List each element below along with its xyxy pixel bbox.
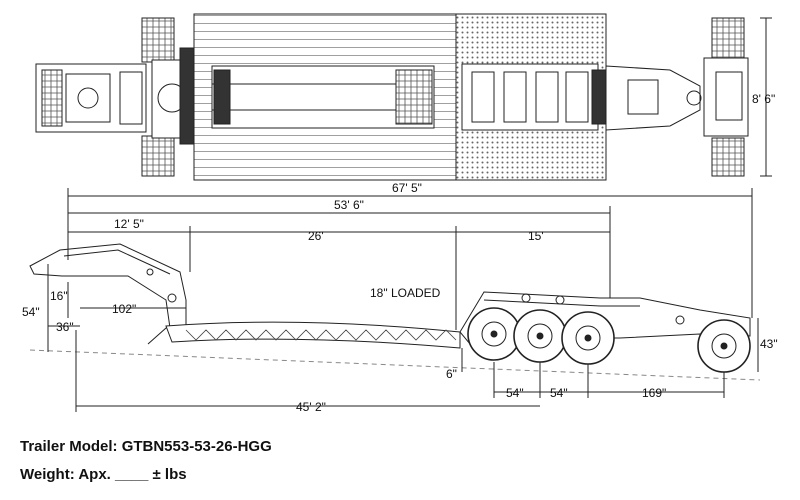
dim-overall-length: 67' 5" — [392, 181, 422, 195]
dim-width-label: 8' 6" — [752, 92, 775, 106]
dim-deck-clearance: 6" — [446, 367, 457, 381]
front-right-tire-cluster — [141, 135, 175, 177]
dim-rear-section: 15' — [528, 229, 544, 243]
top-gooseneck — [35, 63, 147, 133]
dim-axle-spacing-2: 54" — [550, 386, 568, 400]
side-main-deck — [165, 321, 461, 349]
top-view — [35, 13, 772, 181]
dim-kingpin-to-axles: 45' 2" — [296, 400, 326, 414]
dim-gooseneck: 12' 5" — [114, 217, 144, 231]
trailer-technical-drawing: 8' 6" — [22, 13, 778, 414]
dim-hitch-height: 16" — [50, 289, 68, 303]
dim-swing-clearance: 102" — [112, 302, 136, 316]
side-gooseneck — [29, 243, 187, 329]
side-axle-2 — [513, 309, 567, 363]
top-jeep — [605, 17, 749, 177]
dim-kingpin-offset: 36" — [56, 320, 74, 334]
dim-loaded-height: 18" LOADED — [370, 286, 441, 300]
front-left-tire-cluster — [141, 17, 175, 63]
side-jeep-axle — [697, 319, 751, 373]
dim-well-length: 26' — [308, 229, 324, 243]
top-main-deck — [193, 13, 457, 181]
side-axle-3 — [561, 311, 615, 365]
top-rear-section — [455, 13, 607, 181]
dim-deck-to-rear: 53' 6" — [334, 198, 364, 212]
dim-neck-height: 54" — [22, 305, 40, 319]
trailer-model-label: Trailer Model: GTBN553-53-26-HGG — [20, 438, 272, 455]
side-axle-1 — [467, 307, 521, 361]
side-view — [29, 188, 761, 412]
dim-axle-spacing-1: 54" — [506, 386, 524, 400]
dim-rear-height: 43" — [760, 337, 778, 351]
dim-rear-to-jeep: 169" — [642, 386, 666, 400]
weight-label: Weight: Apx. ____ ± lbs — [20, 466, 187, 483]
